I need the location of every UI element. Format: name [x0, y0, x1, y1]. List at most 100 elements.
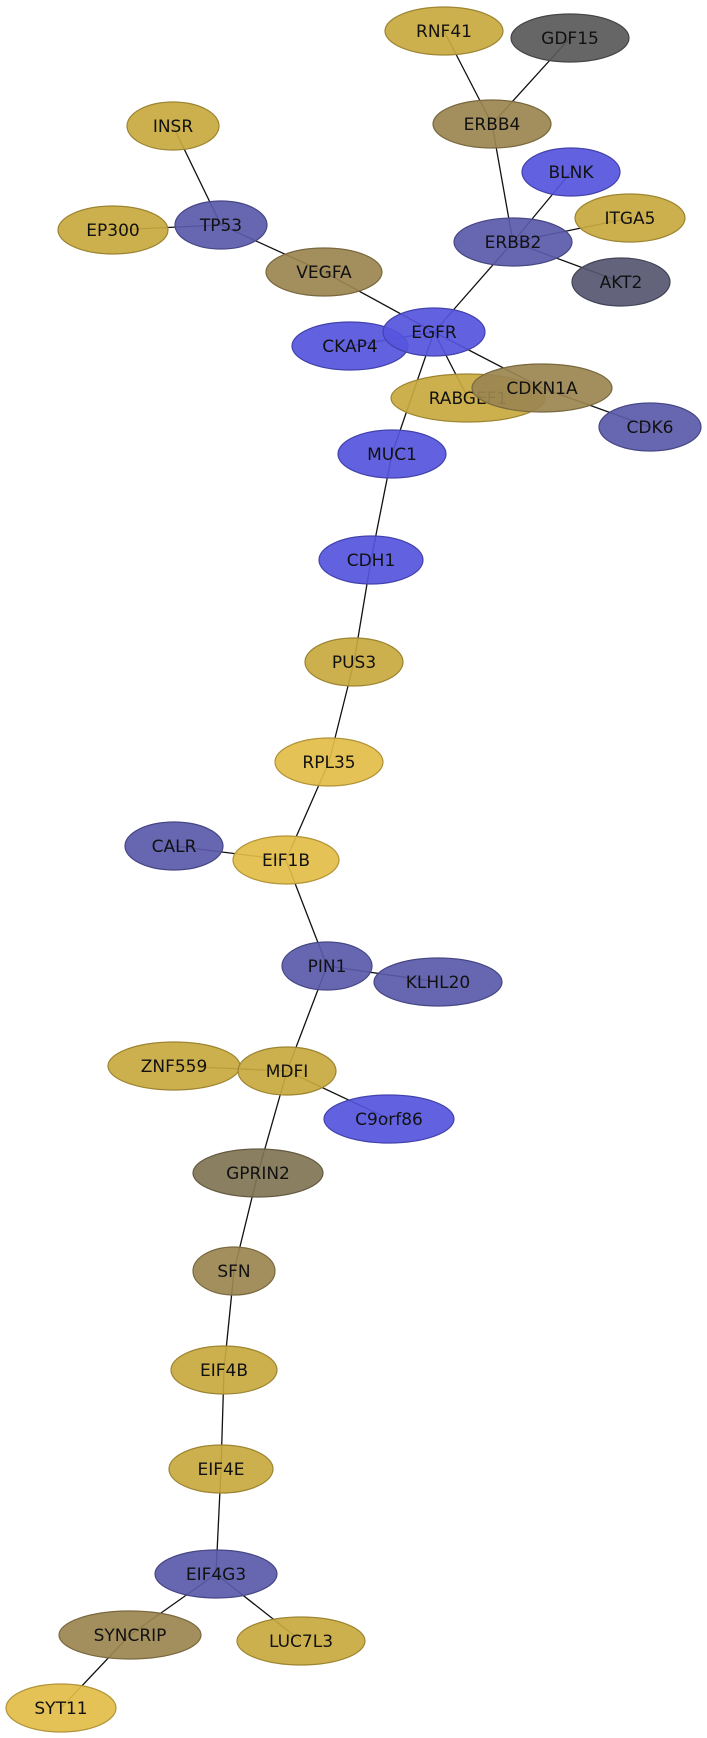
node-label: INSR [153, 117, 194, 137]
node-blnk[interactable]: BLNK [521, 147, 621, 197]
node-eif4e[interactable]: EIF4E [168, 1444, 274, 1494]
node-label: PUS3 [332, 653, 376, 673]
node-calr[interactable]: CALR [124, 821, 224, 871]
node-label: ERBB4 [464, 115, 521, 135]
node-mdfi[interactable]: MDFI [237, 1046, 337, 1096]
node-cdh1[interactable]: CDH1 [318, 535, 424, 585]
node-c9orf86[interactable]: C9orf86 [323, 1094, 455, 1144]
node-gdf15[interactable]: GDF15 [510, 13, 630, 63]
node-shape-cdh1 [318, 535, 424, 585]
node-label: VEGFA [296, 263, 352, 283]
node-label: GPRIN2 [226, 1164, 290, 1184]
node-klhl20[interactable]: KLHL20 [373, 957, 503, 1007]
node-ckap4[interactable]: CKAP4 [291, 321, 409, 371]
node-label: EIF4G3 [186, 1565, 246, 1585]
node-shape-muc1 [337, 429, 447, 479]
node-shape-egfr [382, 307, 486, 357]
node-luc7l3[interactable]: LUC7L3 [236, 1616, 366, 1666]
node-shape-insr [126, 101, 220, 151]
node-pus3[interactable]: PUS3 [304, 637, 404, 687]
node-eif1b[interactable]: EIF1B [232, 835, 340, 885]
node-shape-pin1 [281, 941, 373, 991]
node-label: RPL35 [302, 753, 355, 773]
node-label: CDK6 [627, 418, 674, 438]
node-label: AKT2 [600, 273, 643, 293]
node-label: BLNK [549, 163, 595, 183]
node-label: MUC1 [367, 445, 417, 465]
node-label: KLHL20 [406, 973, 471, 993]
node-eif4b[interactable]: EIF4B [170, 1345, 278, 1395]
node-label: EIF4B [200, 1361, 248, 1381]
node-label: EIF1B [262, 851, 310, 871]
node-shape-calr [124, 821, 224, 871]
node-shape-luc7l3 [236, 1616, 366, 1666]
node-shape-syncrip [58, 1610, 202, 1660]
node-label: ZNF559 [141, 1057, 208, 1077]
node-shape-mdfi [237, 1046, 337, 1096]
node-shape-syt11 [5, 1683, 117, 1733]
node-shape-cdkn1a [471, 363, 613, 413]
node-rnf41[interactable]: RNF41 [384, 6, 504, 56]
node-label: SYT11 [34, 1699, 87, 1719]
node-shape-gdf15 [510, 13, 630, 63]
node-egfr[interactable]: EGFR [382, 307, 486, 357]
node-sfn[interactable]: SFN [192, 1246, 276, 1296]
node-label: ITGA5 [604, 209, 655, 229]
node-vegfa[interactable]: VEGFA [265, 247, 383, 297]
node-insr[interactable]: INSR [126, 101, 220, 151]
node-label: SFN [217, 1262, 250, 1282]
node-shape-gprin2 [192, 1148, 324, 1198]
node-shape-vegfa [265, 247, 383, 297]
node-shape-eif4g3 [154, 1549, 278, 1599]
node-shape-blnk [521, 147, 621, 197]
node-znf559[interactable]: ZNF559 [107, 1041, 241, 1091]
node-erbb4[interactable]: ERBB4 [432, 99, 552, 149]
node-pin1[interactable]: PIN1 [281, 941, 373, 991]
node-label: EP300 [86, 221, 139, 241]
node-shape-cdk6 [598, 402, 702, 452]
node-shape-itga5 [574, 193, 686, 243]
node-label: CKAP4 [322, 337, 377, 357]
node-shape-eif1b [232, 835, 340, 885]
node-rpl35[interactable]: RPL35 [274, 737, 384, 787]
node-shape-rpl35 [274, 737, 384, 787]
node-shape-erbb2 [453, 217, 573, 267]
node-shape-klhl20 [373, 957, 503, 1007]
node-label: MDFI [266, 1062, 309, 1082]
node-ep300[interactable]: EP300 [57, 205, 169, 255]
node-itga5[interactable]: ITGA5 [574, 193, 686, 243]
node-erbb2[interactable]: ERBB2 [453, 217, 573, 267]
node-cdkn1a[interactable]: CDKN1A [471, 363, 613, 413]
node-label: LUC7L3 [269, 1632, 333, 1652]
node-syt11[interactable]: SYT11 [5, 1683, 117, 1733]
node-shape-erbb4 [432, 99, 552, 149]
node-syncrip[interactable]: SYNCRIP [58, 1610, 202, 1660]
node-label: EIF4E [197, 1460, 244, 1480]
node-cdk6[interactable]: CDK6 [598, 402, 702, 452]
node-shape-c9orf86 [323, 1094, 455, 1144]
node-shape-rnf41 [384, 6, 504, 56]
node-shape-ep300 [57, 205, 169, 255]
node-muc1[interactable]: MUC1 [337, 429, 447, 479]
node-label: EGFR [411, 323, 457, 343]
node-shape-pus3 [304, 637, 404, 687]
node-label: GDF15 [541, 29, 599, 49]
node-label: CDKN1A [506, 379, 578, 399]
node-shape-tp53 [174, 200, 268, 250]
node-label: TP53 [199, 216, 242, 236]
node-shape-akt2 [571, 257, 671, 307]
node-gprin2[interactable]: GPRIN2 [192, 1148, 324, 1198]
node-label: CALR [152, 837, 197, 857]
node-label: ERBB2 [485, 233, 542, 253]
node-label: CDH1 [347, 551, 396, 571]
node-tp53[interactable]: TP53 [174, 200, 268, 250]
node-eif4g3[interactable]: EIF4G3 [154, 1549, 278, 1599]
node-label: C9orf86 [355, 1110, 423, 1130]
node-shape-eif4b [170, 1345, 278, 1395]
node-akt2[interactable]: AKT2 [571, 257, 671, 307]
node-shape-sfn [192, 1246, 276, 1296]
node-shape-eif4e [168, 1444, 274, 1494]
node-label: PIN1 [308, 957, 347, 977]
